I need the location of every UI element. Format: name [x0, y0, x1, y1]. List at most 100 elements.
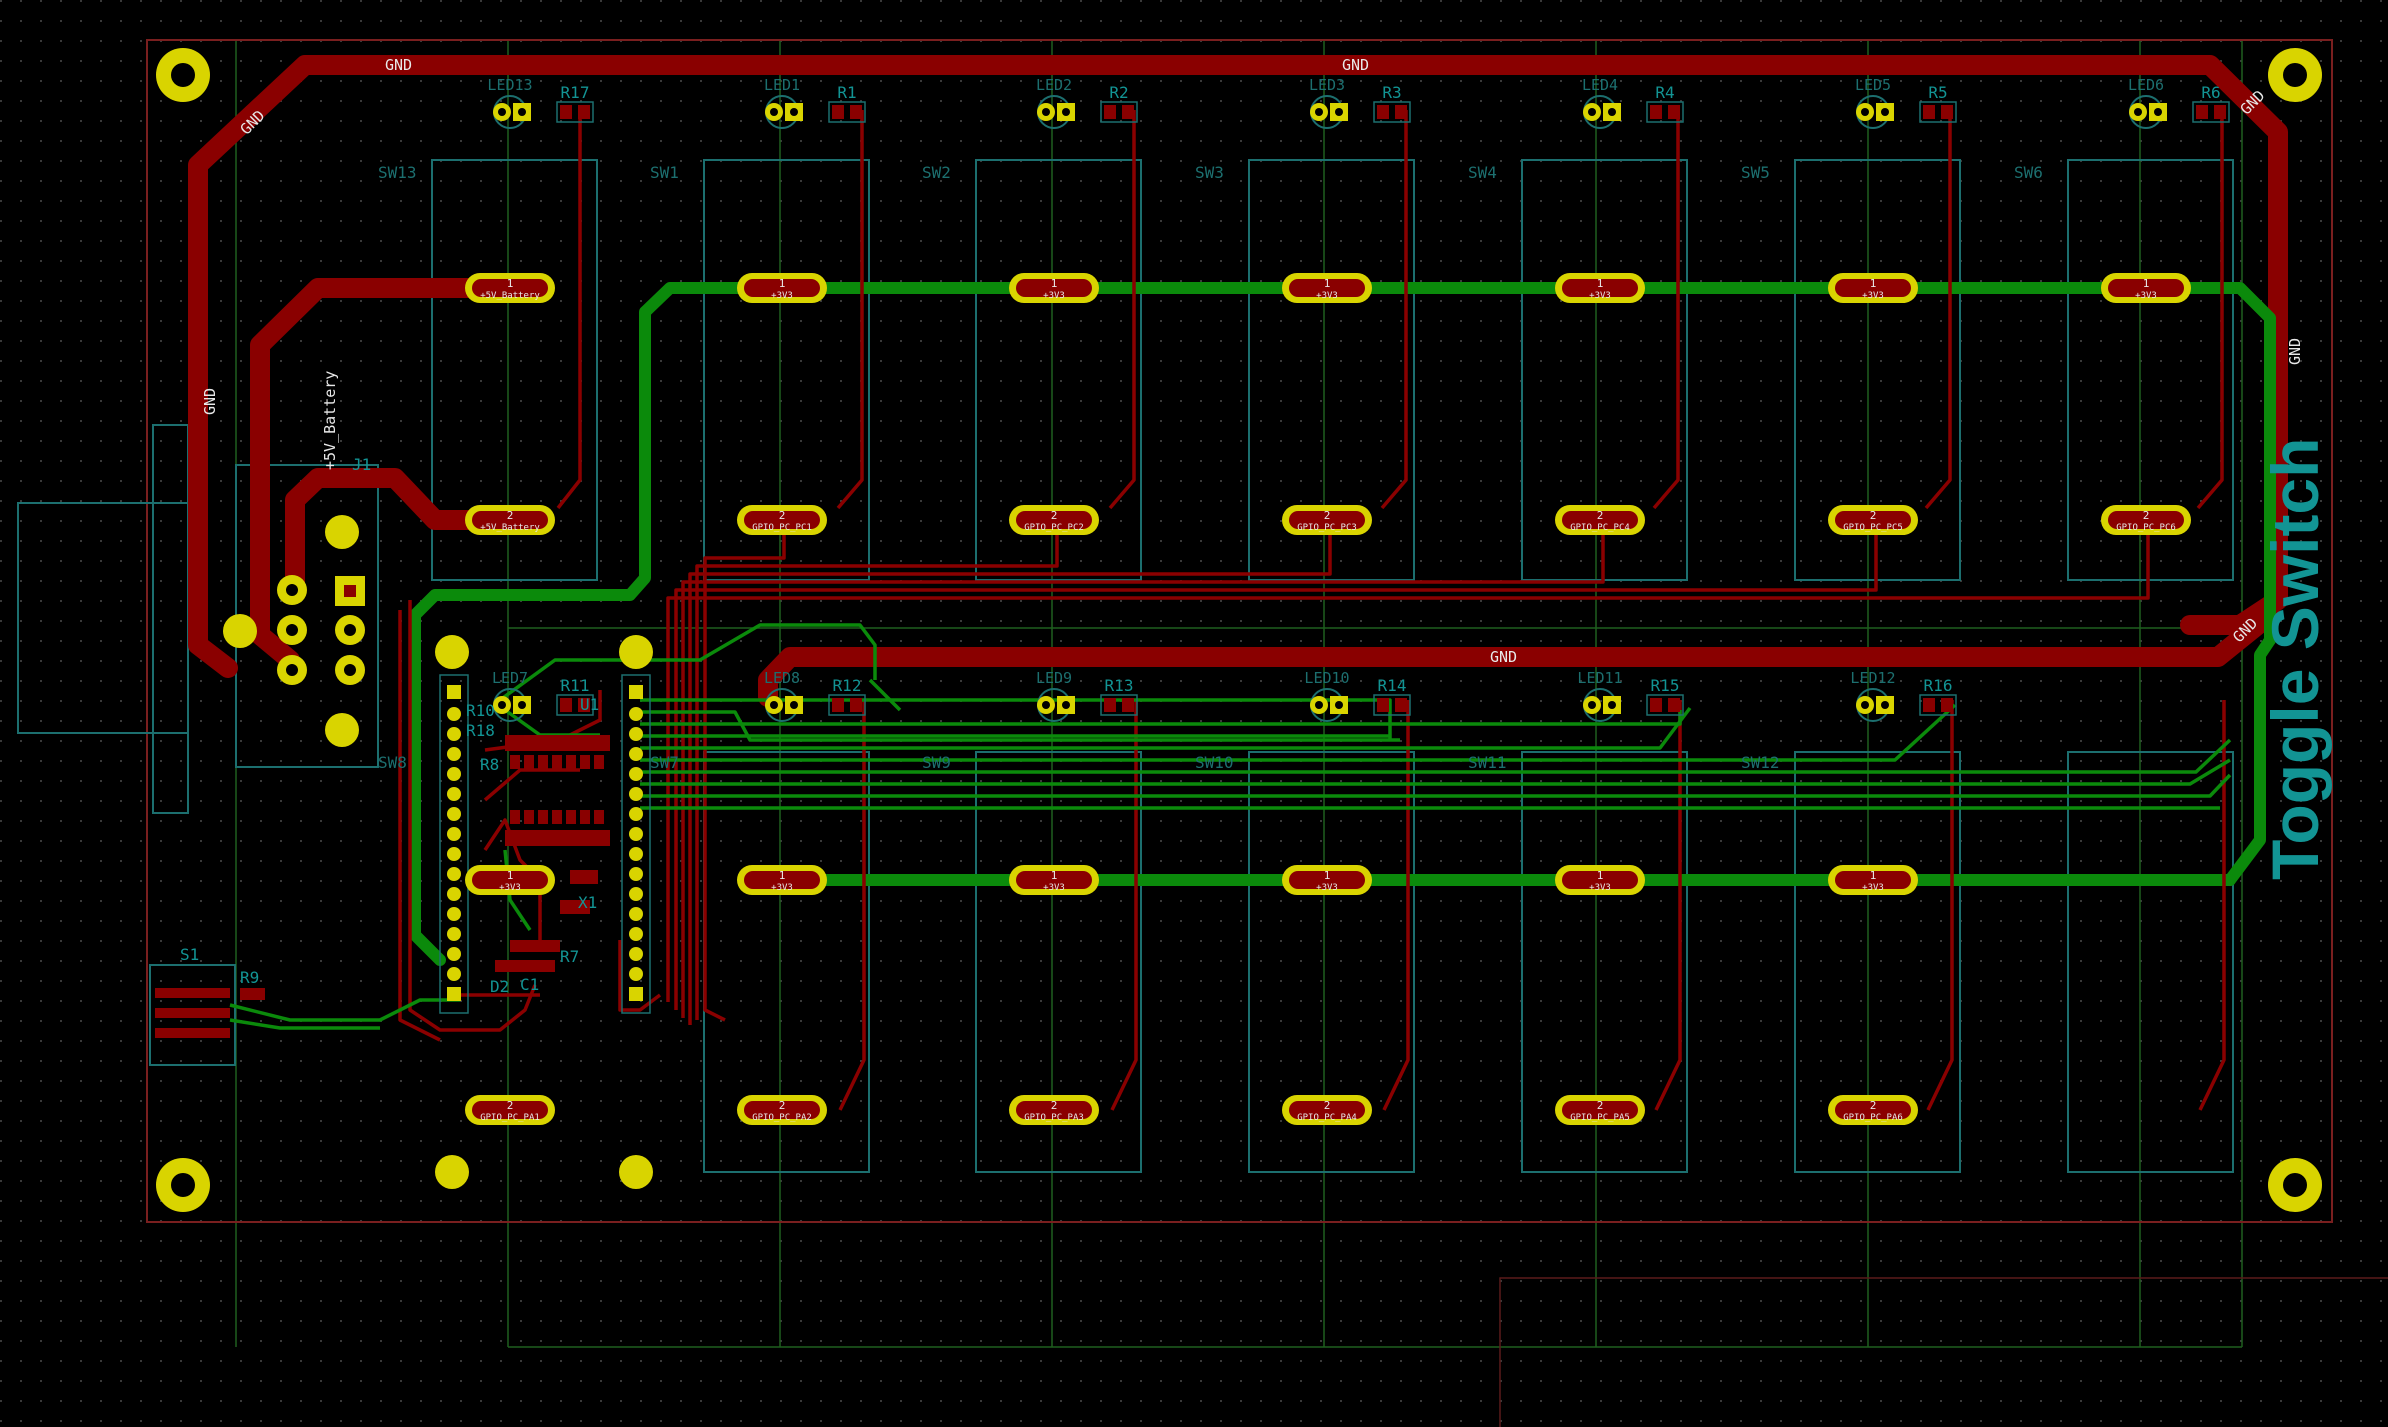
bottom-res-pad-b-2 — [1122, 698, 1134, 712]
bottom-res-label-1: R12 — [833, 676, 862, 695]
bottom-res-pad-a-4 — [1650, 698, 1662, 712]
top-switch-pad-core-pad2-5 — [1835, 511, 1911, 529]
slide-switch-outline — [149, 964, 236, 1066]
bottom-res-pad-a-3 — [1377, 698, 1389, 712]
top-res-pad-a-2 — [1104, 105, 1116, 119]
bottom-switch-pad-core-pad1-5 — [1835, 871, 1911, 889]
top-res-outline-2 — [1100, 101, 1138, 123]
top-res-label-1: R1 — [837, 83, 856, 102]
bottom-switch-pad-num-pad2-5: 2 — [1870, 1099, 1877, 1112]
top-res-outline-4 — [1646, 101, 1684, 123]
bottom-switch-pad-core-pad1-1 — [744, 871, 820, 889]
top-led-hole-k-1 — [790, 108, 798, 116]
top-led-hole-a-4 — [1588, 108, 1596, 116]
bottom-switch-pad-net-pad1-1: +3V3 — [771, 883, 793, 893]
top-res-pad-b-3 — [1395, 105, 1407, 119]
bottom-res-label-4: R15 — [1651, 676, 1680, 695]
bottom-switch-label-1: SW7 — [650, 753, 679, 772]
bottom-res-outline-2 — [1100, 694, 1138, 716]
bottom-switch-pad-core-pad1-4 — [1562, 871, 1638, 889]
top-switch-pad-core-pad2-3 — [1289, 511, 1365, 529]
top-switch-pad-net-pad1-2: +3V3 — [1043, 291, 1065, 301]
bottom-res-label-3: R14 — [1378, 676, 1407, 695]
top-led-hole-k-0 — [518, 108, 526, 116]
top-switch-label-1: SW1 — [650, 163, 679, 182]
bottom-res-label-0: R11 — [561, 676, 590, 695]
bottom-led-label-2: LED9 — [1036, 669, 1072, 687]
top-switch-pad-net-pad2-1: GPIO_PC_PC1 — [752, 523, 812, 533]
top-led-label-0: LED13 — [487, 76, 532, 94]
battery-trace — [250, 278, 520, 670]
bottom-res-pad-b-3 — [1395, 698, 1407, 712]
bottom-switch-pad-net-pad2-3: GPIO_PC_PA4 — [1297, 1113, 1357, 1123]
bottom-switch-pad-num-pad1-5: 1 — [1870, 869, 1877, 882]
top-switch-pad-num-pad1-3: 1 — [1324, 277, 1331, 290]
net-label-gnd-top-center: GND — [1342, 56, 1369, 74]
top-led-label-1: LED1 — [764, 76, 800, 94]
top-res-label-6: R6 — [2201, 83, 2220, 102]
bottom-led-label-4: LED11 — [1577, 669, 1622, 687]
top-led-hole-a-0 — [498, 108, 506, 116]
bottom-switch-pad-core-pad1-3 — [1289, 871, 1365, 889]
bottom-switch-pad-net-pad2-5: GPIO_PC_PA6 — [1843, 1113, 1903, 1123]
top-switch-pad-net-pad2-3: GPIO_PC_PC3 — [1297, 523, 1357, 533]
bottom-led-hole-a-0 — [498, 701, 506, 709]
slide-resistor-label: R9 — [240, 968, 259, 987]
bottom-res-pad-a-5 — [1923, 698, 1935, 712]
top-res-pad-b-1 — [850, 105, 862, 119]
bottom-res-outline-4 — [1646, 694, 1684, 716]
bottom-switch-pad-core-pad2-2 — [1016, 1101, 1092, 1119]
top-res-label-2: R2 — [1109, 83, 1128, 102]
top-res-outline-3 — [1373, 101, 1411, 123]
bottom-res-outline-5 — [1919, 694, 1957, 716]
bottom-switch-pad-num-pad1-4: 1 — [1597, 869, 1604, 882]
bottom-switch-label-0: SW8 — [378, 753, 407, 772]
top-res-outline-1 — [828, 101, 866, 123]
top-switch-pad-net-pad2-4: GPIO_PC_PC4 — [1570, 523, 1630, 533]
bottom-res-pad-a-1 — [832, 698, 844, 712]
top-switch-pad-num-pad1-2: 1 — [1051, 277, 1058, 290]
bottom-switch-pad-net-pad2-4: GPIO_PC_PA5 — [1570, 1113, 1630, 1123]
top-res-outline-5 — [1919, 101, 1957, 123]
connector-label: J1 — [352, 455, 371, 474]
top-switch-pad-net-pad1-3: +3V3 — [1316, 291, 1338, 301]
top-led-label-5: LED5 — [1855, 76, 1891, 94]
bottom-res-pad-b-0 — [578, 698, 590, 712]
title-block-frame — [1499, 1277, 2388, 1427]
slide-switch-label: S1 — [180, 945, 199, 964]
bottom-switch-pad-core-pad2-0 — [472, 1101, 548, 1119]
bottom-switch-pad-num-pad2-0: 2 — [507, 1099, 514, 1112]
top-res-label-4: R4 — [1655, 83, 1674, 102]
top-switch-pad-core-pad2-0 — [472, 511, 548, 529]
net-label-gnd-right-vertical: GND — [2286, 338, 2304, 365]
misc-label-0: R7 — [560, 947, 579, 966]
bottom-switch-pad-num-pad2-4: 2 — [1597, 1099, 1604, 1112]
top-res-pad-a-0 — [560, 105, 572, 119]
top-res-pad-a-1 — [832, 105, 844, 119]
top-switch-label-2: SW2 — [922, 163, 951, 182]
mcu-header-right — [629, 685, 643, 1001]
top-led-label-6: LED6 — [2128, 76, 2164, 94]
top-led-hole-a-5 — [1861, 108, 1869, 116]
bottom-led-hole-a-5 — [1861, 701, 1869, 709]
bottom-switch-pad-core-pad2-5 — [1835, 1101, 1911, 1119]
connector-j1-pads — [277, 575, 365, 685]
misc-label-1: R8 — [480, 755, 499, 774]
board-title: Toggle Switch — [2258, 438, 2332, 880]
bottom-switch-pad-core-pad1-2 — [1016, 871, 1092, 889]
net-label-gnd-top-left: GND — [385, 56, 412, 74]
bottom-switch-pad-core-pad2-3 — [1289, 1101, 1365, 1119]
top-switch-pad-net-pad2-5: GPIO_PC_PC5 — [1843, 523, 1903, 533]
bottom-switch-pad-net-pad1-3: +3V3 — [1316, 883, 1338, 893]
bottom-switch-pad-num-pad1-0: 1 — [507, 869, 514, 882]
top-switch-pad-num-pad2-5: 2 — [1870, 509, 1877, 522]
mcu-header-left — [447, 685, 461, 1001]
bottom-switch-pad-num-pad2-1: 2 — [779, 1099, 786, 1112]
bottom-switch-pad-net-pad2-2: GPIO_PC_PA3 — [1024, 1113, 1084, 1123]
top-switch-pad-core-pad1-1 — [744, 279, 820, 297]
bottom-res-label-2: R13 — [1105, 676, 1134, 695]
component-labels: J1 S1 R9 X1 D2 R10 R18 R7 R8 C1 U1 — [180, 455, 599, 996]
